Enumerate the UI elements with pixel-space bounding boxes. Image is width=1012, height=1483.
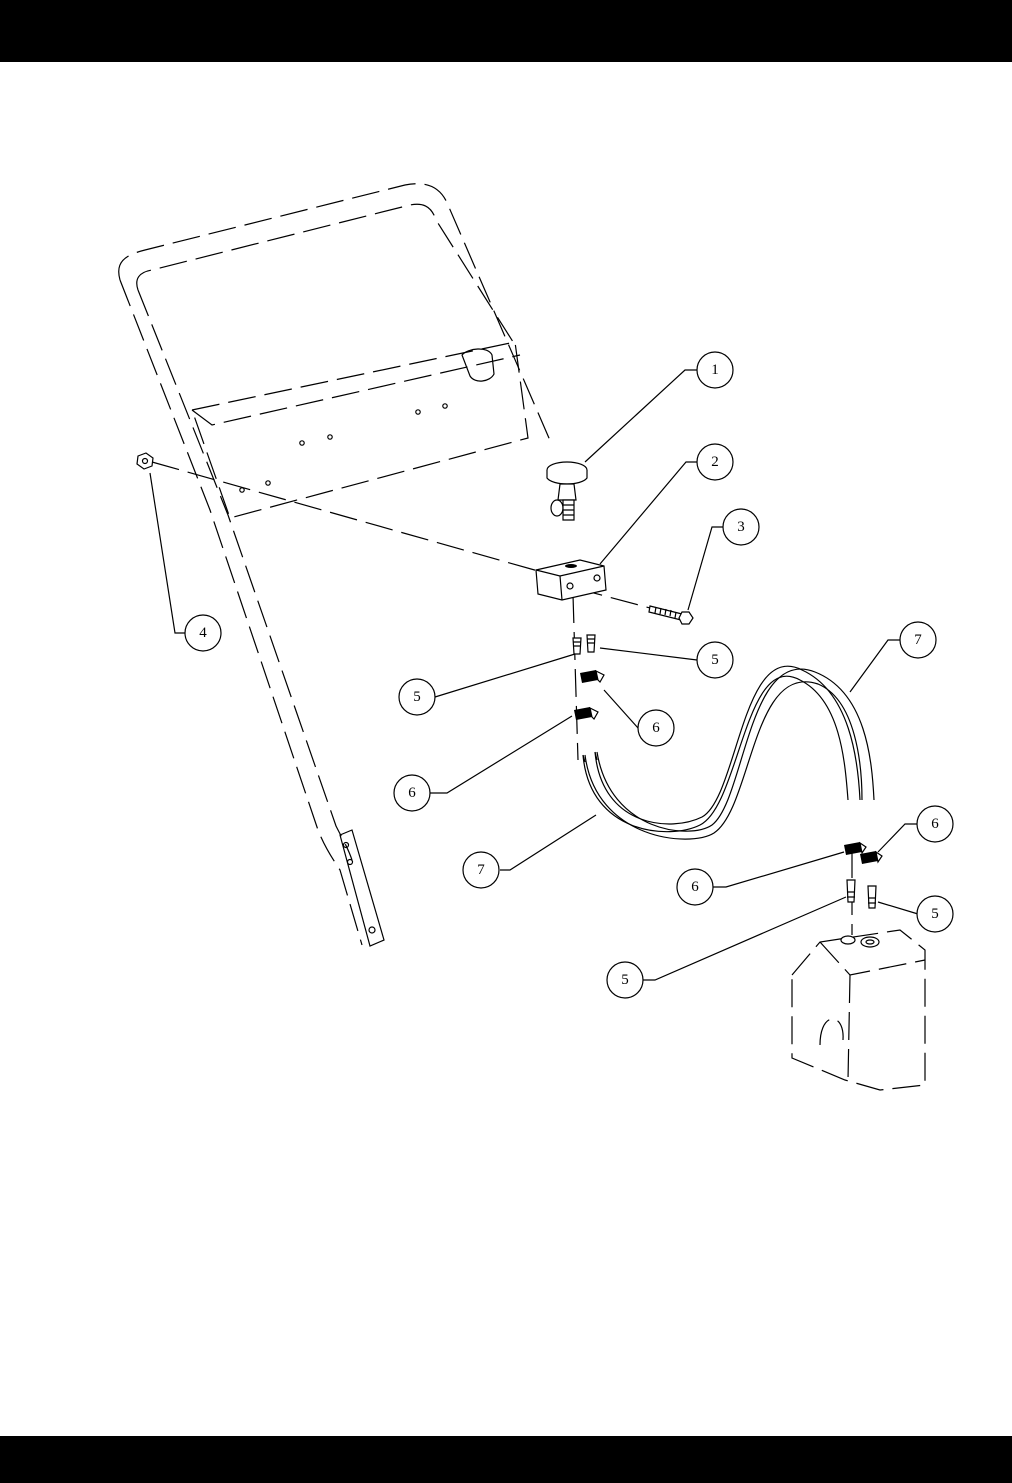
callout-6-lower-left: 6 <box>677 869 713 905</box>
callout-3-label: 3 <box>737 519 745 535</box>
handle-frame <box>119 184 552 946</box>
lower-clamps <box>844 842 882 864</box>
callout-4: 4 <box>185 615 221 651</box>
callout-6-upper-right-label: 6 <box>652 720 660 736</box>
lower-fittings <box>847 880 876 908</box>
callout-7-lower: 7 <box>463 852 499 888</box>
nut <box>137 453 153 469</box>
callout-6-upper-left-label: 6 <box>408 785 416 801</box>
callout-5-upper-left-label: 5 <box>413 689 421 705</box>
callout-2-label: 2 <box>711 454 719 470</box>
bolt <box>649 606 693 624</box>
upper-fittings <box>573 635 595 654</box>
callout-1-label: 1 <box>711 362 719 378</box>
callout-5-upper-left: 5 <box>399 679 435 715</box>
callout-5-lower-right-label: 5 <box>931 906 939 922</box>
upper-clamps <box>574 670 604 720</box>
callout-7-lower-label: 7 <box>477 862 485 878</box>
tank-housing <box>792 930 925 1090</box>
callout-7-upper-label: 7 <box>914 632 922 648</box>
gauge-valve <box>547 462 587 520</box>
callout-5-lower-left: 5 <box>607 962 643 998</box>
callout-3: 3 <box>723 509 759 545</box>
callout-6-lower-right: 6 <box>917 806 953 842</box>
callout-4-label: 4 <box>199 625 207 641</box>
callout-5-lower-right: 5 <box>917 896 953 932</box>
callout-6-lower-right-label: 6 <box>931 816 939 832</box>
hose-pair <box>583 666 874 839</box>
callout-2: 2 <box>697 444 733 480</box>
control-panel <box>192 342 528 518</box>
callout-7-upper: 7 <box>900 622 936 658</box>
callout-5-upper-right: 5 <box>697 642 733 678</box>
callout-6-upper-left: 6 <box>394 775 430 811</box>
callout-6-upper-right: 6 <box>638 710 674 746</box>
assembly-line-fittings <box>573 595 578 760</box>
callout-5-lower-left-label: 5 <box>621 972 629 988</box>
bottom-footer-band <box>0 1436 1012 1483</box>
callout-5-upper-right-label: 5 <box>711 652 719 668</box>
callout-1: 1 <box>697 352 733 388</box>
assembly-line-nut <box>152 462 570 580</box>
callout-6-lower-left-label: 6 <box>691 879 699 895</box>
